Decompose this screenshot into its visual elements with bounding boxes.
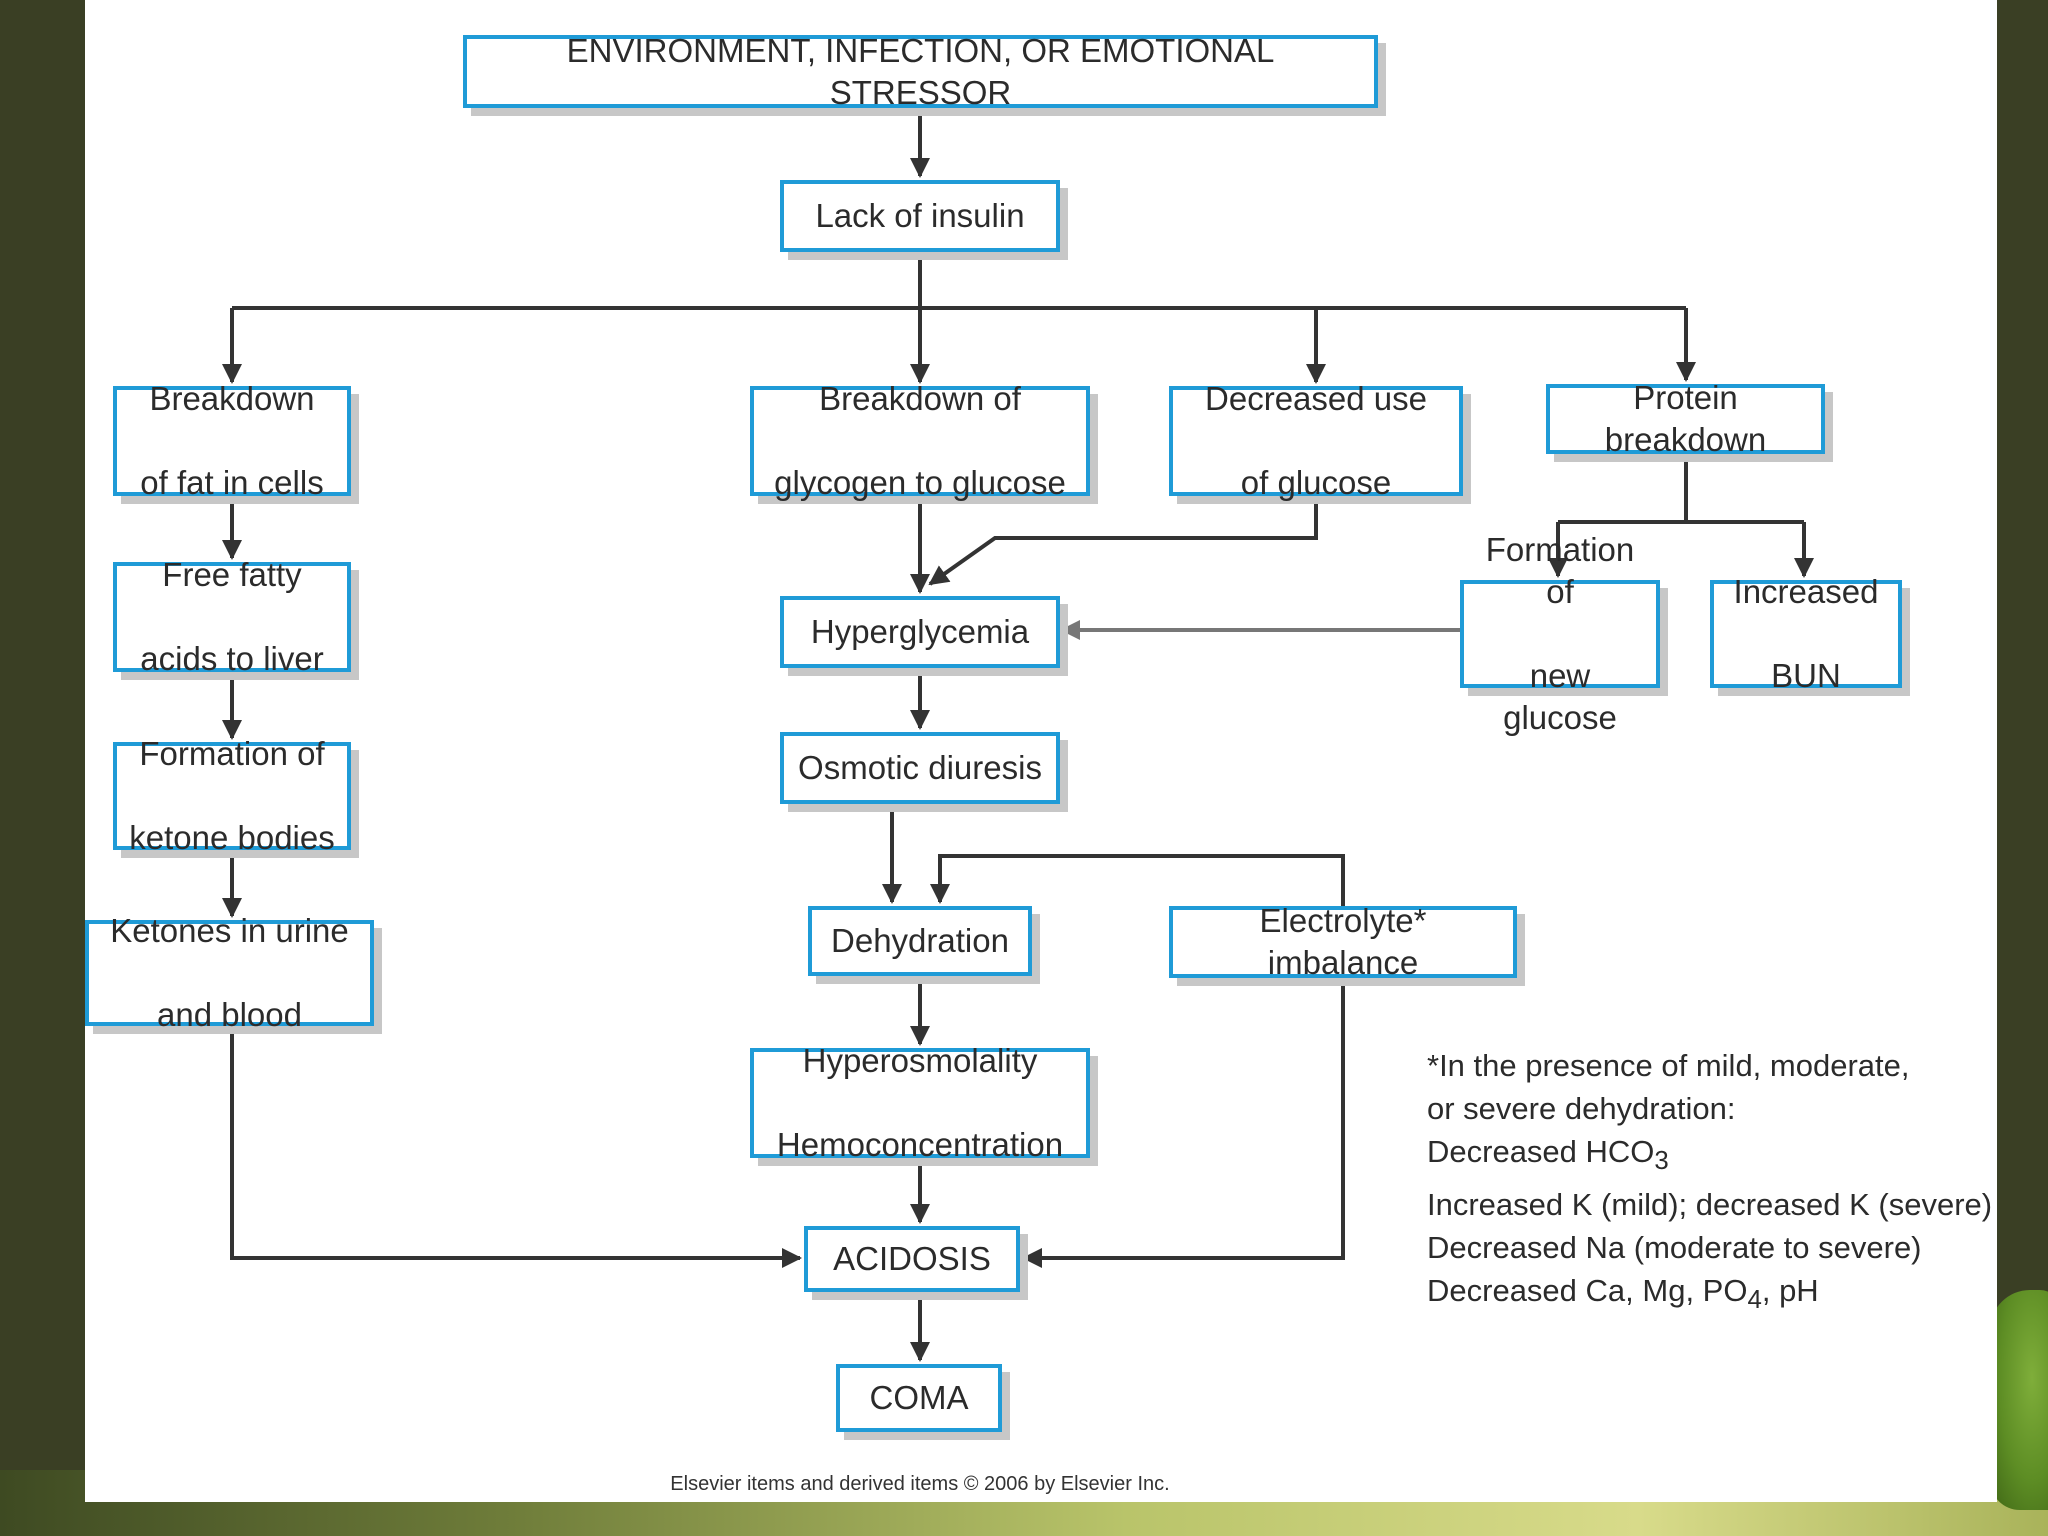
node-new-glucose: Formation of new glucose: [1460, 531, 1660, 736]
node-hyperglycemia-label: Hyperglycemia: [810, 613, 1030, 650]
node-hyperosmolality-line2: Hemoconcentration: [776, 1126, 1064, 1163]
node-glycogen-breakdown-line2: glycogen to glucose: [774, 464, 1066, 501]
footnote-hco3-text: Decreased HCO: [1427, 1134, 1655, 1169]
node-glycogen-breakdown: Breakdown of glycogen to glucose: [750, 380, 1090, 501]
node-decreased-glucose-use-line2: of glucose: [1240, 464, 1392, 501]
footnote-hco3-sub: 3: [1654, 1147, 1669, 1176]
node-decreased-glucose-use-line1: Decreased use: [1205, 380, 1427, 417]
node-increased-bun: Increased BUN: [1710, 573, 1902, 694]
node-protein-breakdown-label: Protein breakdown: [1604, 379, 1767, 458]
node-hyperglycemia: Hyperglycemia: [780, 596, 1060, 668]
node-lack-of-insulin-label: Lack of insulin: [815, 197, 1025, 234]
node-dehydration-label: Dehydration: [831, 922, 1009, 959]
node-increased-bun-line2: BUN: [1771, 657, 1841, 694]
node-coma: COMA: [836, 1364, 1002, 1432]
node-acidosis: ACIDOSIS: [804, 1226, 1020, 1292]
footnote-line6: Decreased Ca, Mg, PO4, pH: [1427, 1269, 1997, 1322]
node-fat-breakdown-line2: of fat in cells: [140, 464, 324, 501]
node-free-fatty-acids-line1: Free fatty: [162, 556, 302, 593]
arrow-decreased-use-to-hyperglycemia: [928, 496, 1318, 586]
footnote-line3: Decreased HCO3: [1427, 1130, 1997, 1183]
copyright-credit: Elsevier items and derived items © 2006 …: [670, 1473, 1170, 1495]
footnote: *In the presence of mild, moderate, or s…: [1427, 1044, 1997, 1322]
arrow-electrolyte-to-acidosis: [1022, 978, 1345, 1268]
node-increased-bun-line1: Increased: [1733, 573, 1879, 610]
node-electrolyte-imbalance-label: Electrolyte* imbalance: [1259, 902, 1427, 981]
node-osmotic-diuresis-label: Osmotic diuresis: [798, 749, 1042, 786]
node-new-glucose-line2: new glucose: [1503, 657, 1617, 736]
footnote-line2: or severe dehydration:: [1427, 1091, 1736, 1126]
node-ketones-urine-blood: Ketones in urine and blood: [85, 912, 374, 1033]
node-glycogen-breakdown-line1: Breakdown of: [819, 380, 1021, 417]
node-new-glucose-line1: Formation of: [1485, 531, 1635, 610]
node-acidosis-label: ACIDOSIS: [833, 1240, 991, 1277]
node-ketones-urine-blood-line1: Ketones in urine: [110, 912, 349, 949]
footnote-po4-text: Decreased Ca, Mg, PO: [1427, 1273, 1748, 1309]
node-free-fatty-acids-line2: acids to liver: [140, 640, 324, 677]
node-stressor: ENVIRONMENT, INFECTION, OR EMOTIONAL STR…: [463, 32, 1378, 111]
node-hyperosmolality-line1: Hyperosmolality: [802, 1042, 1038, 1079]
node-stressor-label: ENVIRONMENT, INFECTION, OR EMOTIONAL STR…: [566, 31, 1275, 111]
node-decreased-glucose-use: Decreased use of glucose: [1169, 380, 1463, 501]
footnote-po4-sub: 4: [1747, 1286, 1762, 1315]
node-dehydration: Dehydration: [808, 906, 1032, 976]
arrow-ketones-to-acidosis: [230, 1026, 802, 1268]
node-osmotic-diuresis: Osmotic diuresis: [780, 732, 1060, 804]
footnote-line1: *In the presence of mild, moderate,: [1427, 1048, 1910, 1083]
arrow-electrolyte-to-dehydration: [930, 854, 1345, 906]
node-protein-breakdown: Protein breakdown: [1546, 379, 1825, 458]
node-electrolyte-imbalance: Electrolyte* imbalance: [1169, 902, 1517, 981]
node-lack-of-insulin: Lack of insulin: [780, 180, 1060, 252]
node-ketone-formation: Formation of ketone bodies: [113, 735, 351, 856]
node-fat-breakdown: Breakdown of fat in cells: [113, 380, 351, 501]
tree-decoration: [1990, 1290, 2048, 1510]
footnote-po4-tail: , pH: [1761, 1273, 1819, 1309]
footnote-line4: Increased K (mild); decreased K (severe): [1427, 1187, 1993, 1223]
footnote-line5: Decreased Na (moderate to severe): [1427, 1230, 1922, 1266]
node-ketone-formation-line1: Formation of: [139, 735, 325, 772]
node-ketones-urine-blood-line2: and blood: [157, 996, 302, 1033]
node-free-fatty-acids: Free fatty acids to liver: [113, 556, 351, 677]
node-ketone-formation-line2: ketone bodies: [129, 819, 335, 856]
node-coma-label: COMA: [869, 1379, 969, 1416]
node-hyperosmolality: Hyperosmolality Hemoconcentration: [750, 1042, 1090, 1163]
node-fat-breakdown-line1: Breakdown: [149, 380, 315, 417]
